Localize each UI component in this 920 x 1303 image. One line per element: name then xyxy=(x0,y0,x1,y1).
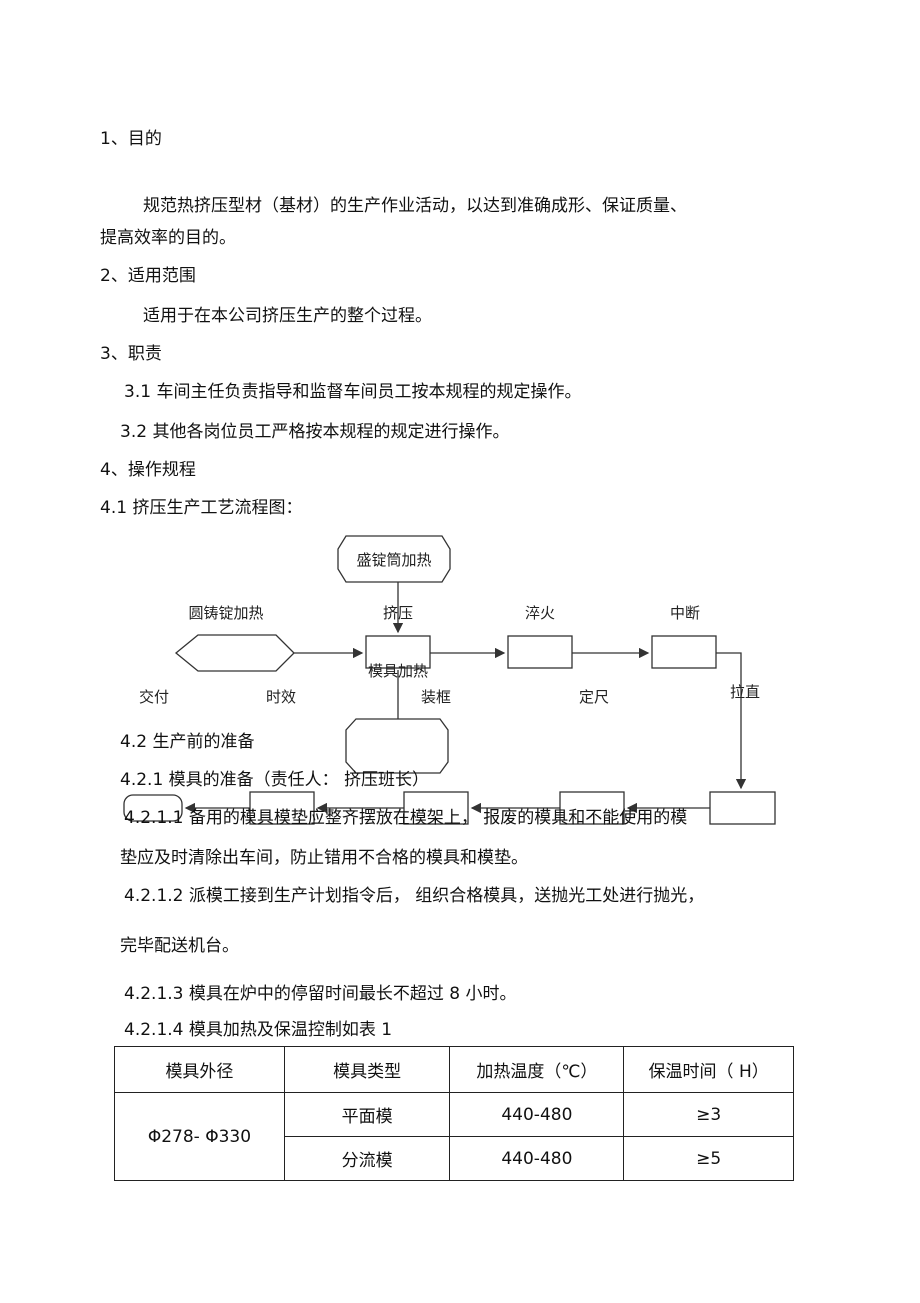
section-4-1: 4.1 挤压生产工艺流程图： xyxy=(100,498,303,518)
table-cell: 440-480 xyxy=(449,1136,625,1181)
table-cell: 分流模 xyxy=(283,1136,451,1181)
cut-mid-label: 中断 xyxy=(670,604,700,622)
quench-node xyxy=(507,635,573,669)
section-4-2: 4.2 生产前的准备 xyxy=(120,732,255,752)
aging-label: 时效 xyxy=(266,688,296,706)
table-group-cell: Φ278- Φ330 xyxy=(114,1092,285,1181)
section-4-2-1-2-line2: 完毕配送机台。 xyxy=(120,936,239,956)
cut-mid-node xyxy=(651,635,717,669)
table-header-cell: 保温时间（ H） xyxy=(623,1046,794,1093)
section-4-2-1-4: 4.2.1.4 模具加热及保温控制如表 1 xyxy=(124,1020,393,1040)
die-heat-label: 模具加热 xyxy=(368,662,428,680)
section-4-2-1-1-line1: 4.2.1.1 备用的模具模垫应整齐摆放在模架上， 报废的模具和不能使用的模 xyxy=(124,808,688,828)
extrude-node xyxy=(365,635,431,669)
section-4-title: 4、操作规程 xyxy=(100,460,196,480)
section-3-2: 3.2 其他各岗位员工严格按本规程的规定进行操作。 xyxy=(120,422,510,442)
ingot-heat-label: 圆铸锭加热 xyxy=(188,604,263,622)
cut-length-label: 定尺 xyxy=(579,688,609,706)
extrude-label: 挤压 xyxy=(383,604,413,622)
table-row: 分流模 440-480 ≥5 xyxy=(115,1136,794,1181)
table-cell: 440-480 xyxy=(449,1092,625,1137)
deliver-node xyxy=(123,794,183,822)
die-heat-node xyxy=(345,718,449,774)
frame-label: 装框 xyxy=(421,688,451,706)
deliver-label: 交付 xyxy=(139,688,169,706)
straighten-label: 拉直 xyxy=(730,683,760,701)
section-4-2-1-3: 4.2.1.3 模具在炉中的停留时间最长不超过 8 小时。 xyxy=(124,984,517,1004)
table-cell: 平面模 xyxy=(283,1092,451,1137)
container-heat-node xyxy=(337,535,451,583)
table-cell: ≥3 xyxy=(623,1092,794,1137)
straighten-node xyxy=(709,791,776,825)
section-2-text: 适用于在本公司挤压生产的整个过程。 xyxy=(143,306,432,326)
table-header-cell: 模具类型 xyxy=(283,1046,451,1093)
section-4-2-1-1-line2: 垫应及时清除出车间，防止错用不合格的模具和模垫。 xyxy=(120,848,528,868)
table-header-cell: 模具外径 xyxy=(114,1046,285,1093)
table-header-cell: 加热温度（℃） xyxy=(449,1046,625,1093)
container-heat-label: 盛锭筒加热 xyxy=(356,551,431,569)
table-row: Φ278- Φ330 平面模 440-480 ≥3 xyxy=(114,1092,794,1181)
section-2-title: 2、适用范围 xyxy=(100,266,196,286)
table-cell: ≥5 xyxy=(623,1136,794,1181)
die-heating-table: 模具外径 模具类型 加热温度（℃） 保温时间（ H） Φ278- Φ330 平面… xyxy=(114,1046,794,1181)
ingot-heat-node xyxy=(174,634,295,672)
section-4-2-1: 4.2.1 模具的准备（责任人： 挤压班长） xyxy=(120,770,430,790)
section-3-title: 3、职责 xyxy=(100,344,162,364)
section-1-text-line2: 提高效率的目的。 xyxy=(100,228,236,248)
section-3-1: 3.1 车间主任负责指导和监督车间员工按本规程的规定操作。 xyxy=(124,382,582,402)
table-header-row: 模具外径 模具类型 加热温度（℃） 保温时间（ H） xyxy=(114,1046,794,1093)
quench-label: 淬火 xyxy=(525,604,555,622)
section-4-2-1-2-line1: 4.2.1.2 派模工接到生产计划指令后， 组织合格模具，送抛光工处进行抛光， xyxy=(124,886,705,906)
section-1-title: 1、目的 xyxy=(100,129,162,149)
section-1-text-line1: 规范热挤压型材（基材）的生产作业活动，以达到准确成形、保证质量、 xyxy=(143,196,687,216)
